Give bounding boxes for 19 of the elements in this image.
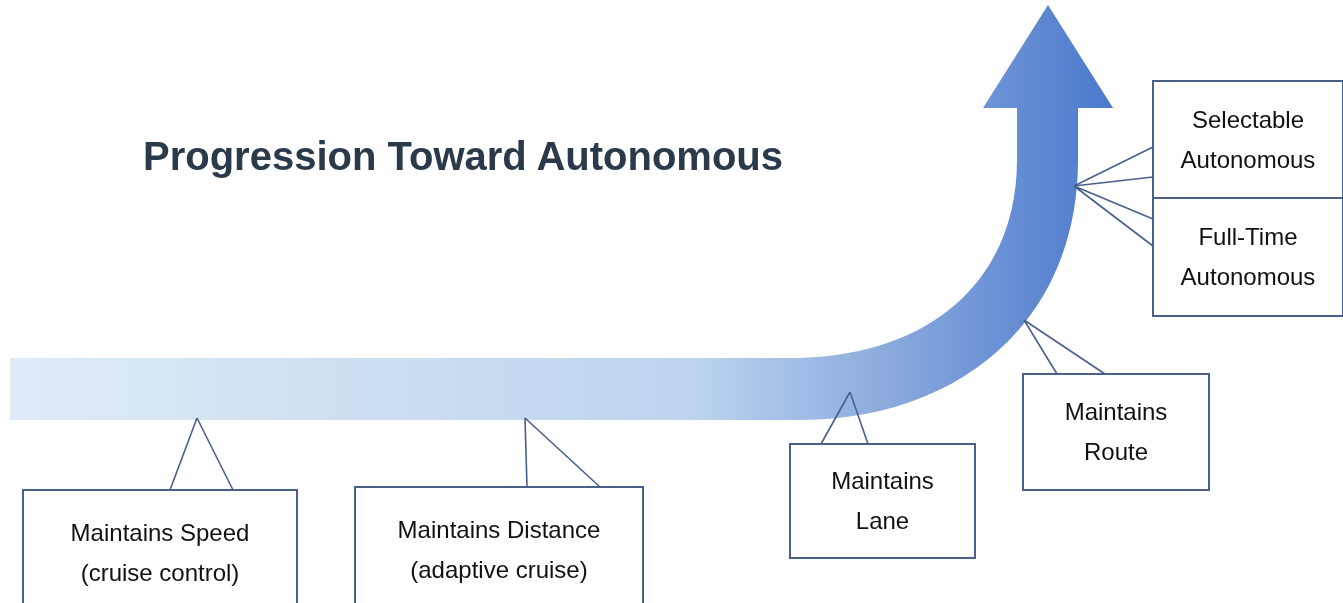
callout-box [22,489,298,603]
callout-pointer [820,391,869,445]
callout-text: Maintains Speed (cruise control) [69,518,251,588]
callout-box [1152,80,1343,200]
callout-text: Maintains Lane [830,466,935,536]
callout-pointer [524,417,601,488]
diagram-title: Progression Toward Autonomous [143,134,784,179]
callout-pointer [1023,319,1106,375]
callout-text: Selectable Autonomous [1179,105,1317,175]
callout-box [1152,197,1343,317]
callout-text: Maintains Route [1063,397,1169,467]
callout-pointer [1073,146,1154,187]
callout-text: Maintains Distance (adaptive cruise) [396,515,602,585]
callout-pointer [169,417,234,491]
callout-box [354,486,644,603]
callout-pointer [1073,185,1154,247]
callout-box [789,443,976,559]
callout-box [1022,373,1210,491]
callout-text: Full-Time Autonomous [1179,222,1317,292]
